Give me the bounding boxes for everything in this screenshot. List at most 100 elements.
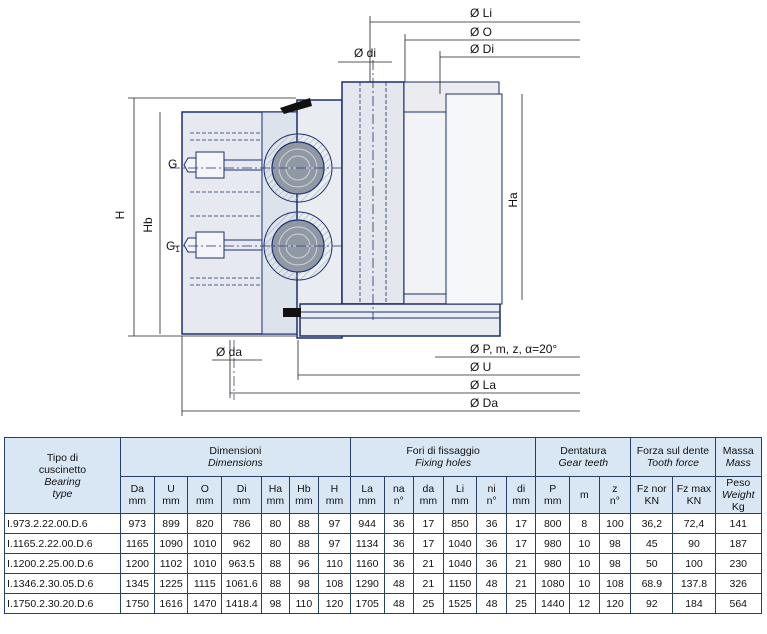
table-cell: 36 bbox=[383, 553, 415, 574]
table-cell: 1418.4 bbox=[221, 593, 263, 614]
table-cell: 800 bbox=[535, 513, 571, 534]
dim-di-small-label: Ø di bbox=[354, 46, 376, 60]
dim-di-upper-label: Ø Di bbox=[470, 42, 494, 56]
outer-fixing-holes bbox=[190, 132, 262, 286]
table-cell: 326 bbox=[714, 573, 763, 594]
dim-da-small-label: Ø da bbox=[216, 345, 242, 359]
table-cell: 1040 bbox=[442, 533, 478, 554]
dim-g-label: G bbox=[168, 157, 177, 171]
dim-p-label: Ø P, m, z, α=20° bbox=[470, 342, 557, 356]
bearing-type-cell: I.973.2.22.00.D.6 bbox=[4, 513, 121, 534]
dim-la-label: Ø La bbox=[470, 378, 496, 392]
table-cell: 96 bbox=[288, 553, 320, 574]
bottom-dimension-lines bbox=[181, 336, 580, 416]
bearing-type-cell: I.1750.2.30.20.D.6 bbox=[4, 593, 121, 614]
table-cell: 1705 bbox=[349, 593, 385, 614]
dim-da-label: Ø Da bbox=[470, 396, 498, 410]
table-cell: 36 bbox=[476, 553, 507, 574]
table-cell: 141 bbox=[714, 513, 763, 534]
table-cell: 98 bbox=[261, 593, 290, 614]
table-cell: 1225 bbox=[153, 573, 189, 594]
dim-o-label: Ø O bbox=[470, 25, 492, 39]
table-cell: 120 bbox=[598, 593, 632, 614]
table-cell: 36 bbox=[476, 513, 507, 534]
table-cell: 1061.6 bbox=[221, 573, 263, 594]
dim-g1-label: G1 bbox=[166, 239, 180, 254]
table-cell: 92 bbox=[630, 593, 674, 614]
table-cell: 1080 bbox=[535, 573, 571, 594]
table-cell: 36 bbox=[476, 533, 507, 554]
table-cell: 108 bbox=[598, 573, 632, 594]
table-cell: 1150 bbox=[442, 573, 478, 594]
gear-teeth-section bbox=[445, 93, 503, 305]
dim-ha-label: Ha bbox=[506, 192, 520, 208]
table-cell: 17 bbox=[505, 533, 537, 554]
table-cell: 100 bbox=[672, 553, 716, 574]
table-cell: 1470 bbox=[187, 593, 223, 614]
table-cell: 1040 bbox=[442, 553, 478, 574]
table-cell: 80 bbox=[261, 533, 290, 554]
dim-li-label: Ø Li bbox=[470, 6, 492, 20]
table-cell: 45 bbox=[630, 533, 674, 554]
table-cell: 25 bbox=[505, 593, 537, 614]
table-cell: 88 bbox=[288, 533, 320, 554]
inner-ring bbox=[299, 81, 501, 337]
grease-nipple-upper bbox=[183, 151, 262, 179]
table-cell: 962 bbox=[221, 533, 263, 554]
table-cell: 1090 bbox=[153, 533, 189, 554]
table-cell: 48 bbox=[476, 593, 507, 614]
table-cell: 1102 bbox=[153, 553, 189, 574]
table-cell: 10 bbox=[569, 573, 600, 594]
grease-nipple-lower bbox=[183, 231, 262, 259]
table-cell: 108 bbox=[318, 573, 351, 594]
table-cell: 36,2 bbox=[630, 513, 674, 534]
table-cell: 899 bbox=[153, 513, 189, 534]
table-cell: 17 bbox=[505, 513, 537, 534]
col-header: m bbox=[569, 476, 600, 514]
table-cell: 963.5 bbox=[221, 553, 263, 574]
table-cell: 98 bbox=[598, 533, 632, 554]
table-cell: 88 bbox=[261, 573, 290, 594]
table-cell: 88 bbox=[288, 513, 320, 534]
inner-fixing-hole bbox=[359, 60, 387, 320]
table-cell: 21 bbox=[505, 573, 537, 594]
table-cell: 17 bbox=[413, 533, 444, 554]
table-cell: 850 bbox=[442, 513, 478, 534]
table-cell: 8 bbox=[569, 513, 600, 534]
table-cell: 36 bbox=[383, 513, 415, 534]
table-cell: 1200 bbox=[119, 553, 155, 574]
table-cell: 564 bbox=[714, 593, 763, 614]
table-cell: 230 bbox=[714, 553, 763, 574]
table-cell: 21 bbox=[413, 573, 444, 594]
table-cell: 820 bbox=[187, 513, 223, 534]
table-cell: 110 bbox=[318, 553, 351, 574]
table-cell: 786 bbox=[221, 513, 263, 534]
specification-table: Tipo di cuscinetto Bearing type Dimensio… bbox=[4, 437, 763, 614]
table-cell: 1010 bbox=[187, 533, 223, 554]
type-header: Tipo di cuscinetto Bearing type bbox=[4, 437, 121, 514]
table-cell: 80 bbox=[261, 513, 290, 534]
table-cell: 50 bbox=[630, 553, 674, 574]
table-cell: 137.8 bbox=[672, 573, 716, 594]
table-cell: 10 bbox=[569, 533, 600, 554]
table-cell: 1525 bbox=[442, 593, 478, 614]
